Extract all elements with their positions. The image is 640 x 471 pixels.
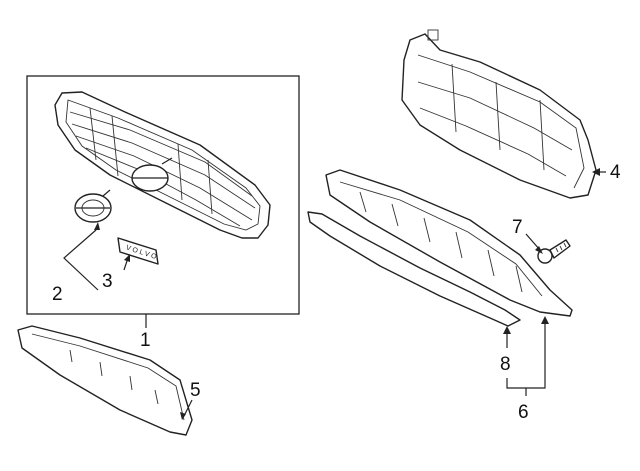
- assembly-inset-box: [26, 75, 300, 315]
- callout-3: 3: [102, 271, 113, 292]
- callout-7: 7: [512, 217, 523, 238]
- callout-2: 2: [52, 284, 63, 305]
- grille-housing-part[interactable]: [401, 29, 597, 199]
- lower-trim-part[interactable]: [17, 325, 193, 436]
- callout-4: 4: [610, 162, 621, 183]
- grille-assembly[interactable]: [54, 91, 271, 239]
- callout-1: 1: [140, 330, 151, 351]
- screw-part[interactable]: [537, 239, 571, 264]
- callout-5: 5: [190, 380, 201, 401]
- callout-8: 8: [500, 354, 511, 375]
- lower-grille-part[interactable]: [325, 169, 573, 317]
- emblem-part[interactable]: [74, 189, 112, 223]
- seal-strip-part[interactable]: [307, 211, 521, 327]
- nameplate-part[interactable]: VOLVO: [117, 237, 159, 265]
- callout-6: 6: [518, 402, 529, 423]
